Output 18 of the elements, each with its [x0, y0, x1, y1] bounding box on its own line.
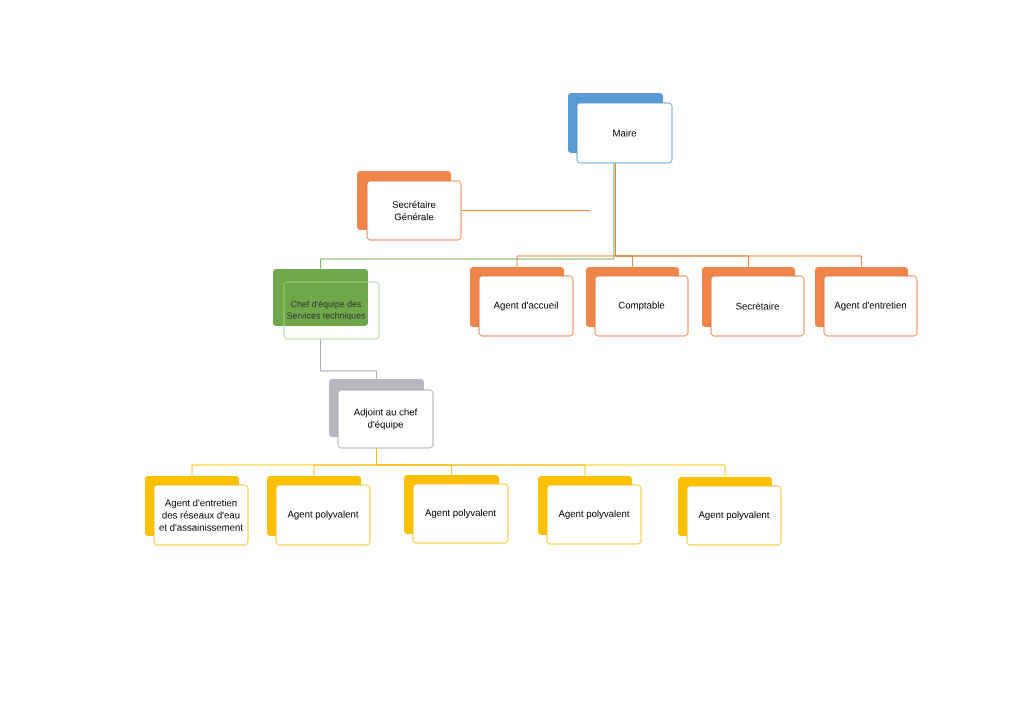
- org-box: Agent polyvalent: [267, 476, 371, 546]
- org-box: Agent polyvalent: [538, 476, 642, 545]
- connector-line: [320, 339, 377, 379]
- org-box: Secrétaire Générale: [357, 171, 462, 241]
- org-box: Agent polyvalent: [404, 475, 509, 544]
- org-box: Comptable: [586, 267, 689, 337]
- org-box: Maire: [568, 93, 673, 164]
- org-box: Secrétaire: [702, 267, 805, 337]
- org-box: Agent d'entretien: [815, 267, 918, 337]
- org-box: Agent d'accueil: [470, 267, 574, 337]
- connector-line: [461, 210, 591, 211]
- connector-line: [376, 448, 726, 477]
- org-box: Agent polyvalent: [678, 477, 782, 546]
- connector-line: [615, 163, 862, 267]
- connector-line: [320, 163, 615, 269]
- org-box: Chef d'équipe des Services techniques: [273, 269, 380, 340]
- org-box: Agent d'entretien des réseaux d'eau et d'assainissement: [145, 476, 249, 546]
- org-box: Adjoint au chef d'équipe: [329, 379, 434, 449]
